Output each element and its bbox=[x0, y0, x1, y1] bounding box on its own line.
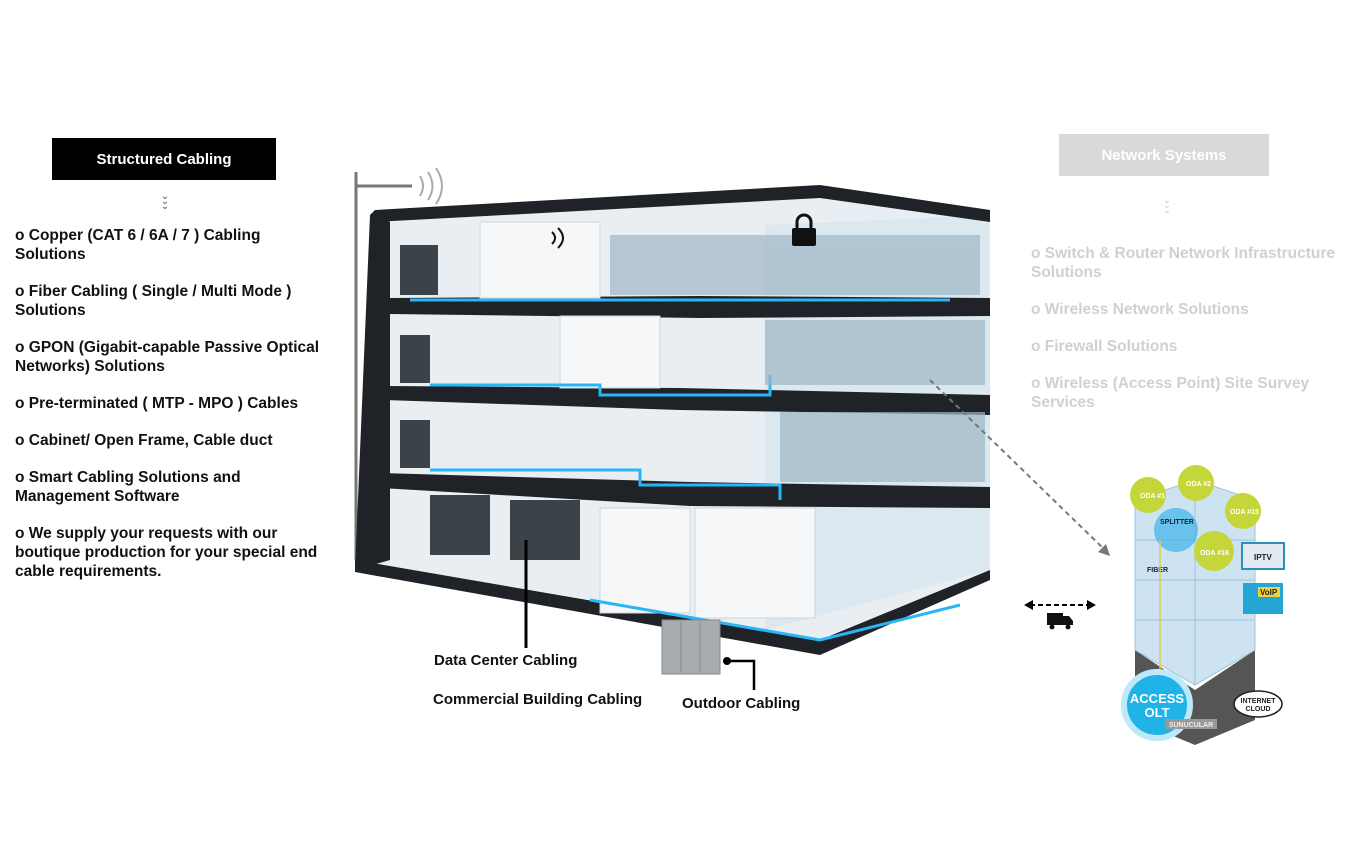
fiber-label: FIBER bbox=[1147, 567, 1168, 574]
oda-label: ODA #15 bbox=[1230, 509, 1259, 516]
list-item: o We supply your requests with our bouti… bbox=[15, 525, 318, 580]
floor-slabs bbox=[355, 185, 990, 655]
network-cables bbox=[410, 298, 961, 642]
outdoor-cabling-label: Outdoor Cabling bbox=[682, 695, 801, 712]
list-item: o Wireless Network Solutions bbox=[1031, 301, 1249, 318]
chevron-down-icon: ⌄⌄⌄ bbox=[1162, 195, 1172, 216]
sunucular-label: SUNUCULAR bbox=[1169, 722, 1213, 729]
cloud-label: CLOUD bbox=[1246, 706, 1271, 713]
structured-cabling-header: Structured Cabling bbox=[52, 138, 276, 180]
header-label: Structured Cabling bbox=[96, 150, 232, 168]
olt-label: OLT bbox=[1144, 705, 1169, 720]
gpon-diagram: ODA #1 ODA #2 ODA #15 ODA #16 SPLITTER F… bbox=[1121, 465, 1285, 745]
double-arrow-icon bbox=[1024, 600, 1096, 610]
list-item: o Wireless (Access Point) Site Survey Se… bbox=[1031, 375, 1310, 411]
iptv-label: IPTV bbox=[1254, 553, 1272, 562]
voip-label: VoIP bbox=[1260, 588, 1278, 597]
list-item: o Copper (CAT 6 / 6A / 7 ) Cabling Solut… bbox=[15, 227, 261, 263]
list-item: o Cabinet/ Open Frame, Cable duct bbox=[15, 432, 273, 449]
list-item: o Fiber Cabling ( Single / Multi Mode ) … bbox=[15, 283, 292, 319]
chevron-down-icon: ⌄⌄⌄ bbox=[160, 191, 170, 212]
antenna-icon bbox=[354, 167, 443, 560]
lock-icon bbox=[792, 213, 816, 246]
outdoor-cabinet bbox=[661, 619, 721, 675]
cloud-label: INTERNET bbox=[1241, 698, 1277, 705]
oda-label: ODA #16 bbox=[1200, 550, 1229, 557]
wifi-icon bbox=[551, 227, 564, 249]
commercial-building-cabling-label: Commercial Building Cabling bbox=[433, 691, 643, 708]
olt-label: ACCESS bbox=[1130, 691, 1185, 706]
splitter-label: SPLITTER bbox=[1160, 519, 1194, 526]
list-item: o Smart Cabling Solutions and Management… bbox=[15, 469, 241, 505]
data-center-cabling-label: Data Center Cabling bbox=[434, 652, 578, 669]
oda-label: ODA #1 bbox=[1140, 493, 1165, 500]
truck-icon bbox=[1047, 613, 1073, 630]
structured-cabling-list: o Copper (CAT 6 / 6A / 7 ) Cabling Solut… bbox=[15, 226, 335, 599]
oda-label: ODA #2 bbox=[1186, 481, 1211, 488]
list-item: o Firewall Solutions bbox=[1031, 338, 1178, 355]
network-systems-header: Network Systems bbox=[1059, 134, 1269, 176]
header-label: Network Systems bbox=[1101, 146, 1227, 164]
network-systems-list: o Switch & Router Network Infrastructure… bbox=[1031, 244, 1343, 430]
list-item: o Pre-terminated ( MTP - MPO ) Cables bbox=[15, 395, 299, 412]
list-item: o GPON (Gigabit-capable Passive Optical … bbox=[15, 339, 320, 375]
list-item: o Switch & Router Network Infrastructure… bbox=[1031, 245, 1336, 281]
cloud-icon bbox=[1233, 690, 1283, 718]
